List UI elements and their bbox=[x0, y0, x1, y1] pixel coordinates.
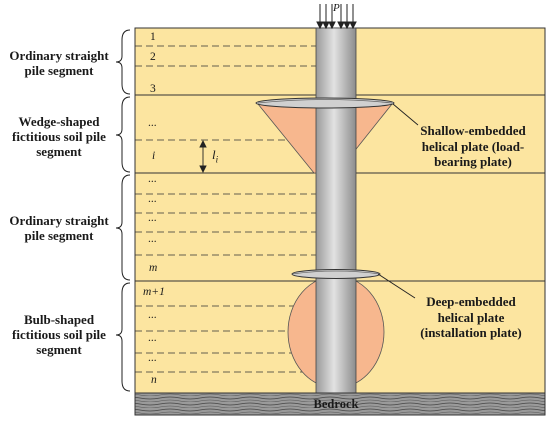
load-label: P bbox=[333, 2, 340, 14]
layer-label-n: n bbox=[151, 374, 157, 386]
pile-shaft bbox=[315, 27, 357, 394]
layer-label-dots: ... bbox=[148, 173, 157, 185]
layer-label-dots: ... bbox=[148, 212, 157, 224]
shallow-helical-plate bbox=[255, 97, 395, 109]
layer-label-m-plus-1: m+1 bbox=[143, 286, 165, 298]
bedrock-label: Bedrock bbox=[313, 397, 359, 411]
layer-label-dots: ... bbox=[148, 117, 157, 129]
bedrock bbox=[134, 392, 546, 416]
thickness-dimension bbox=[199, 139, 207, 174]
layer-label-m: m bbox=[149, 262, 158, 274]
shallow-plate-leader bbox=[392, 103, 419, 126]
deep-plate-leader bbox=[377, 273, 416, 299]
layer-label-dots: ... bbox=[148, 193, 157, 205]
layer-label-2: 2 bbox=[150, 51, 156, 63]
deep-helical-plate bbox=[291, 269, 381, 279]
thickness-label: li bbox=[212, 147, 219, 165]
load-arrows bbox=[316, 4, 357, 30]
layer-label-dots: ... bbox=[148, 309, 157, 321]
segment-braces bbox=[115, 29, 131, 392]
layer-label-dots: ... bbox=[148, 352, 157, 364]
layer-label-dots: ... bbox=[148, 233, 157, 245]
layer-label-3: 3 bbox=[150, 83, 156, 95]
layer-label-dots: ... bbox=[148, 332, 157, 344]
layer-label-1: 1 bbox=[150, 31, 156, 43]
layer-label-i: i bbox=[152, 150, 156, 162]
